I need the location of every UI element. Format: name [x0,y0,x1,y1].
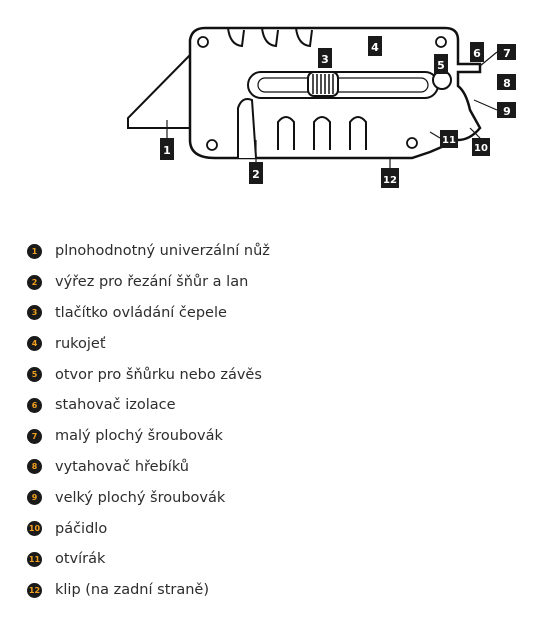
svg-text:11: 11 [442,135,456,146]
legend-item: 10 páčidlo [27,513,527,544]
svg-text:3: 3 [321,53,329,66]
number-badge: 10 [27,521,42,537]
legend-label: tlačítko ovládání čepele [55,304,227,321]
tool-diagram: 1 2 3 4 5 6 7 8 9 10 11 12 [127,26,516,188]
svg-text:12: 12 [383,175,397,186]
legend-item: 8 vytahovač hřebíků [27,452,527,483]
legend-label: výřez pro řezání šňůr a lan [55,274,249,291]
badge-5: 5 [434,54,448,74]
legend-item: 1 plnohodnotný univerzální nůž [27,236,527,267]
legend-label: vytahovač hřebíků [55,458,189,475]
badge-3: 3 [318,48,332,68]
number-badge: 11 [27,551,42,567]
legend-label: velký plochý šroubovák [55,489,226,506]
number-badge: 6 [27,397,42,413]
legend-label: stahovač izolace [55,397,176,414]
number-badge: 12 [27,582,42,598]
leader-lines [166,51,498,168]
badge-1: 1 [160,138,174,160]
legend-label: klip (na zadní straně) [55,582,209,599]
screws [197,36,447,151]
svg-text:9: 9 [503,105,511,118]
legend-label: páčidlo [55,520,108,537]
badge-6: 6 [470,42,484,62]
badge-7: 7 [497,44,516,60]
svg-text:6: 6 [473,47,481,60]
svg-text:5: 5 [437,59,445,72]
legend-item: 12 klip (na zadní straně) [27,575,527,606]
svg-text:10: 10 [474,143,488,154]
number-badge: 7 [27,428,42,444]
badge-12: 12 [381,168,399,188]
svg-text:7: 7 [503,47,511,60]
legend-item: 2 výřez pro řezání šňůr a lan [27,267,527,298]
legend-label: rukojeť [55,335,106,352]
legend-label: otvírák [55,551,106,568]
legend-label: plnohodnotný univerzální nůž [55,243,270,260]
legend-list: 1 plnohodnotný univerzální nůž 2 výřez pro… [27,236,527,606]
number-badge: 8 [27,459,42,475]
number-badge: 4 [27,336,42,352]
legend-item: 9 velký plochý šroubovák [27,482,527,513]
number-badge: 3 [27,305,42,321]
badge-4: 4 [368,36,382,56]
svg-text:2: 2 [252,168,260,181]
legend-item: 4 rukojeť [27,328,527,359]
legend-label: otvor pro šňůrku nebo závěs [55,366,262,383]
badge-11: 11 [440,130,458,148]
number-badge: 9 [27,490,42,506]
legend-item: 6 stahovač izolace [27,390,527,421]
svg-text:1: 1 [163,144,171,157]
number-badge: 5 [27,367,42,383]
badge-9: 9 [497,102,516,118]
badge-2: 2 [249,162,263,184]
blade-slot [247,71,439,99]
legend-label: malý plochý šroubovák [55,428,223,445]
cord-cutout [237,98,257,159]
badge-10: 10 [472,138,490,156]
number-badge: 2 [27,274,42,290]
legend-item: 11 otvírák [27,544,527,575]
legend-item: 5 otvor pro šňůrku nebo závěs [27,359,527,390]
number-badge: 1 [27,243,42,259]
thumb-button [307,71,339,97]
legend-item: 3 tlačítko ovládání čepele [27,298,527,329]
badge-8: 8 [497,74,516,90]
top-notches [227,27,313,48]
svg-text:4: 4 [371,41,379,54]
bottom-slots [277,116,367,150]
legend-item: 7 malý plochý šroubovák [27,421,527,452]
svg-text:8: 8 [503,77,511,90]
